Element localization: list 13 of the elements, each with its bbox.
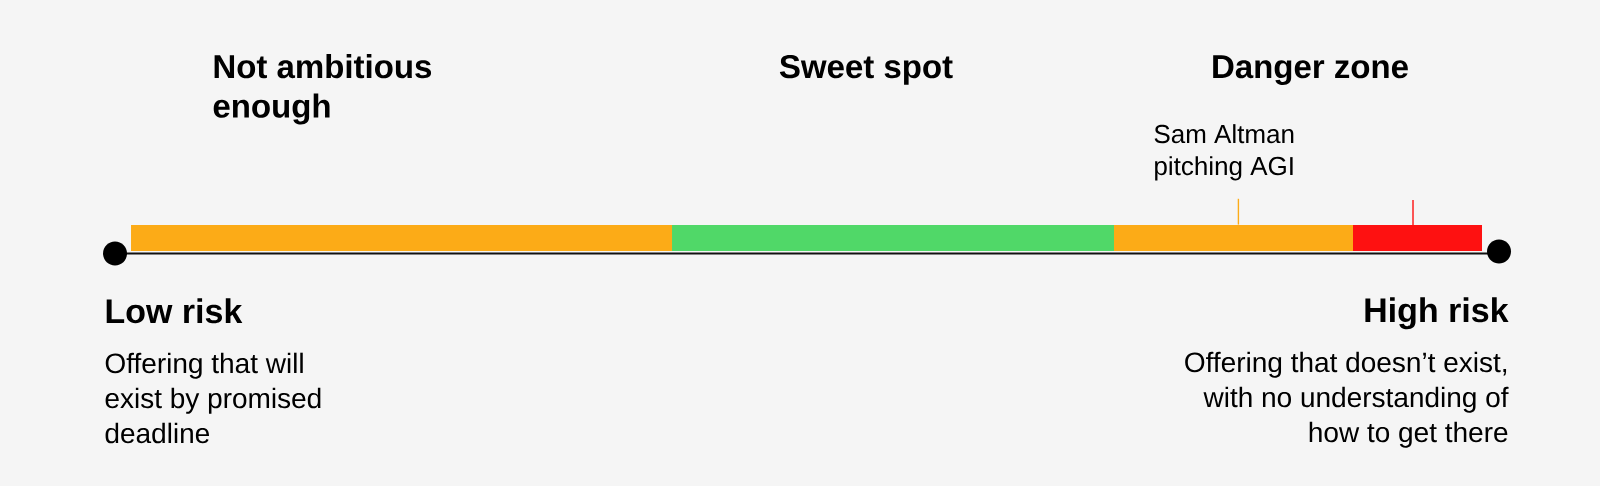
risk-heading: High risk — [1365, 297, 1509, 330]
description-text: Offering that will exist by promised deadline — [105, 352, 321, 444]
leader-line — [1237, 198, 1240, 226]
bar-segment — [672, 225, 1114, 251]
bar-segment — [1353, 225, 1482, 251]
risk-heading: Low risk — [106, 298, 243, 324]
bar-segment — [1114, 225, 1353, 251]
zone-heading: Sweet spot — [779, 54, 953, 85]
zone-heading: Not ambitious enough — [213, 54, 432, 125]
zone-heading: Danger zone — [1213, 55, 1408, 85]
callout-text: Sam Altman pitching AGI — [1154, 124, 1294, 181]
bar-segment — [131, 225, 672, 251]
description-text: Offering that doesn’t exist, with no understanding of how to get there — [1185, 351, 1509, 448]
